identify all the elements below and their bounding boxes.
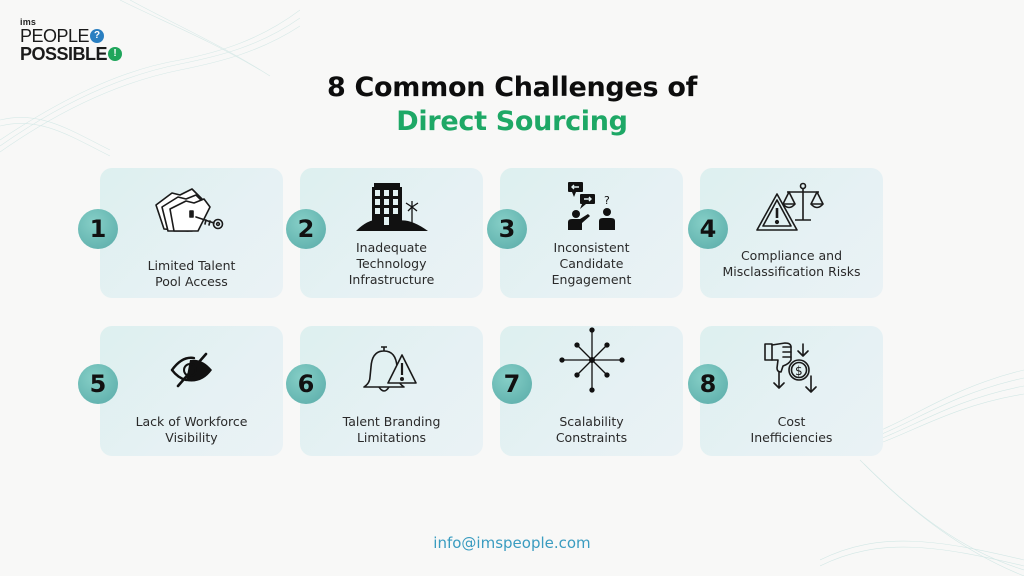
label-line: Compliance and	[740, 248, 843, 263]
number-badge-2: 2	[286, 209, 326, 249]
challenge-label-2: Inadequate Technology Infrastructure	[308, 240, 475, 288]
label-line: Visibility	[165, 430, 218, 445]
label-line: Engagement	[551, 272, 632, 287]
conversation-people-icon: ?	[500, 176, 683, 236]
svg-text:?: ?	[604, 194, 610, 207]
logo-people-text: PEOPLE	[20, 26, 90, 46]
locked-folder-key-icon	[100, 182, 283, 242]
logo-line-possible: POSSIBLE !	[20, 44, 123, 64]
label-line: Scalability	[559, 414, 624, 429]
challenge-card-5: Lack of Workforce Visibility	[100, 326, 283, 456]
challenge-label-1: Limited Talent Pool Access	[108, 258, 275, 290]
label-line: Candidate	[559, 256, 624, 271]
challenge-label-8: Cost Inefficiencies	[708, 414, 875, 446]
exclamation-badge-icon: !	[108, 47, 123, 61]
challenge-card-3: ? Inconsistent Candidate Engagement	[500, 168, 683, 298]
question-badge-icon: ?	[90, 29, 105, 43]
challenge-label-7: Scalability Constraints	[508, 414, 675, 446]
number-badge-5: 5	[78, 364, 118, 404]
challenge-label-5: Lack of Workforce Visibility	[108, 414, 275, 446]
number-badge-4: 4	[688, 209, 728, 249]
label-line: Pool Access	[155, 274, 228, 289]
label-line: Misclassification Risks	[722, 264, 861, 279]
logo-possible-text: POSSIBLE	[20, 44, 108, 64]
label-line: Lack of Workforce	[135, 414, 248, 429]
logo-ims-text: ims	[20, 17, 37, 27]
eye-slash-icon	[100, 340, 283, 400]
label-line: Inadequate	[355, 240, 427, 255]
label-line: Limited Talent	[147, 258, 236, 273]
thumbs-down-dollar-icon: $	[700, 336, 883, 396]
challenge-card-6: Talent Branding Limitations	[300, 326, 483, 456]
title-line-1: 8 Common Challenges of	[326, 72, 698, 103]
number-badge-3: 3	[487, 209, 527, 249]
bell-warning-icon	[300, 340, 483, 400]
warning-scales-icon	[700, 178, 883, 238]
label-line: Talent Branding	[342, 414, 441, 429]
number-badge-6: 6	[286, 364, 326, 404]
challenge-label-6: Talent Branding Limitations	[308, 414, 475, 446]
number-badge-1: 1	[78, 209, 118, 249]
label-line: Limitations	[356, 430, 427, 445]
title-line-2: Direct Sourcing	[396, 106, 628, 137]
challenge-label-3: Inconsistent Candidate Engagement	[508, 240, 675, 288]
label-line: Cost	[777, 414, 806, 429]
starburst-network-icon	[500, 327, 683, 393]
svg-text:$: $	[795, 364, 803, 378]
label-line: Constraints	[555, 430, 628, 445]
number-badge-8: 8	[688, 364, 728, 404]
number-badge-7: 7	[492, 364, 532, 404]
contact-email[interactable]: info@imspeople.com	[433, 534, 591, 552]
label-line: Inefficiencies	[750, 430, 833, 445]
page-title: 8 Common Challenges of Direct Sourcing	[0, 71, 1024, 139]
ruined-building-icon	[300, 178, 483, 238]
challenge-card-8: $ Cost Inefficiencies	[700, 326, 883, 456]
label-line: Technology	[356, 256, 427, 271]
brand-logo: ims PEOPLE ? POSSIBLE !	[20, 17, 123, 64]
challenge-card-4: Compliance and Misclassification Risks	[700, 168, 883, 298]
logo-line-people: PEOPLE ?	[20, 27, 122, 45]
challenge-card-2: Inadequate Technology Infrastructure	[300, 168, 483, 298]
label-line: Inconsistent	[553, 240, 630, 255]
challenge-card-1: Limited Talent Pool Access	[100, 168, 283, 298]
challenge-label-4: Compliance and Misclassification Risks	[708, 248, 875, 280]
label-line: Infrastructure	[348, 272, 435, 287]
